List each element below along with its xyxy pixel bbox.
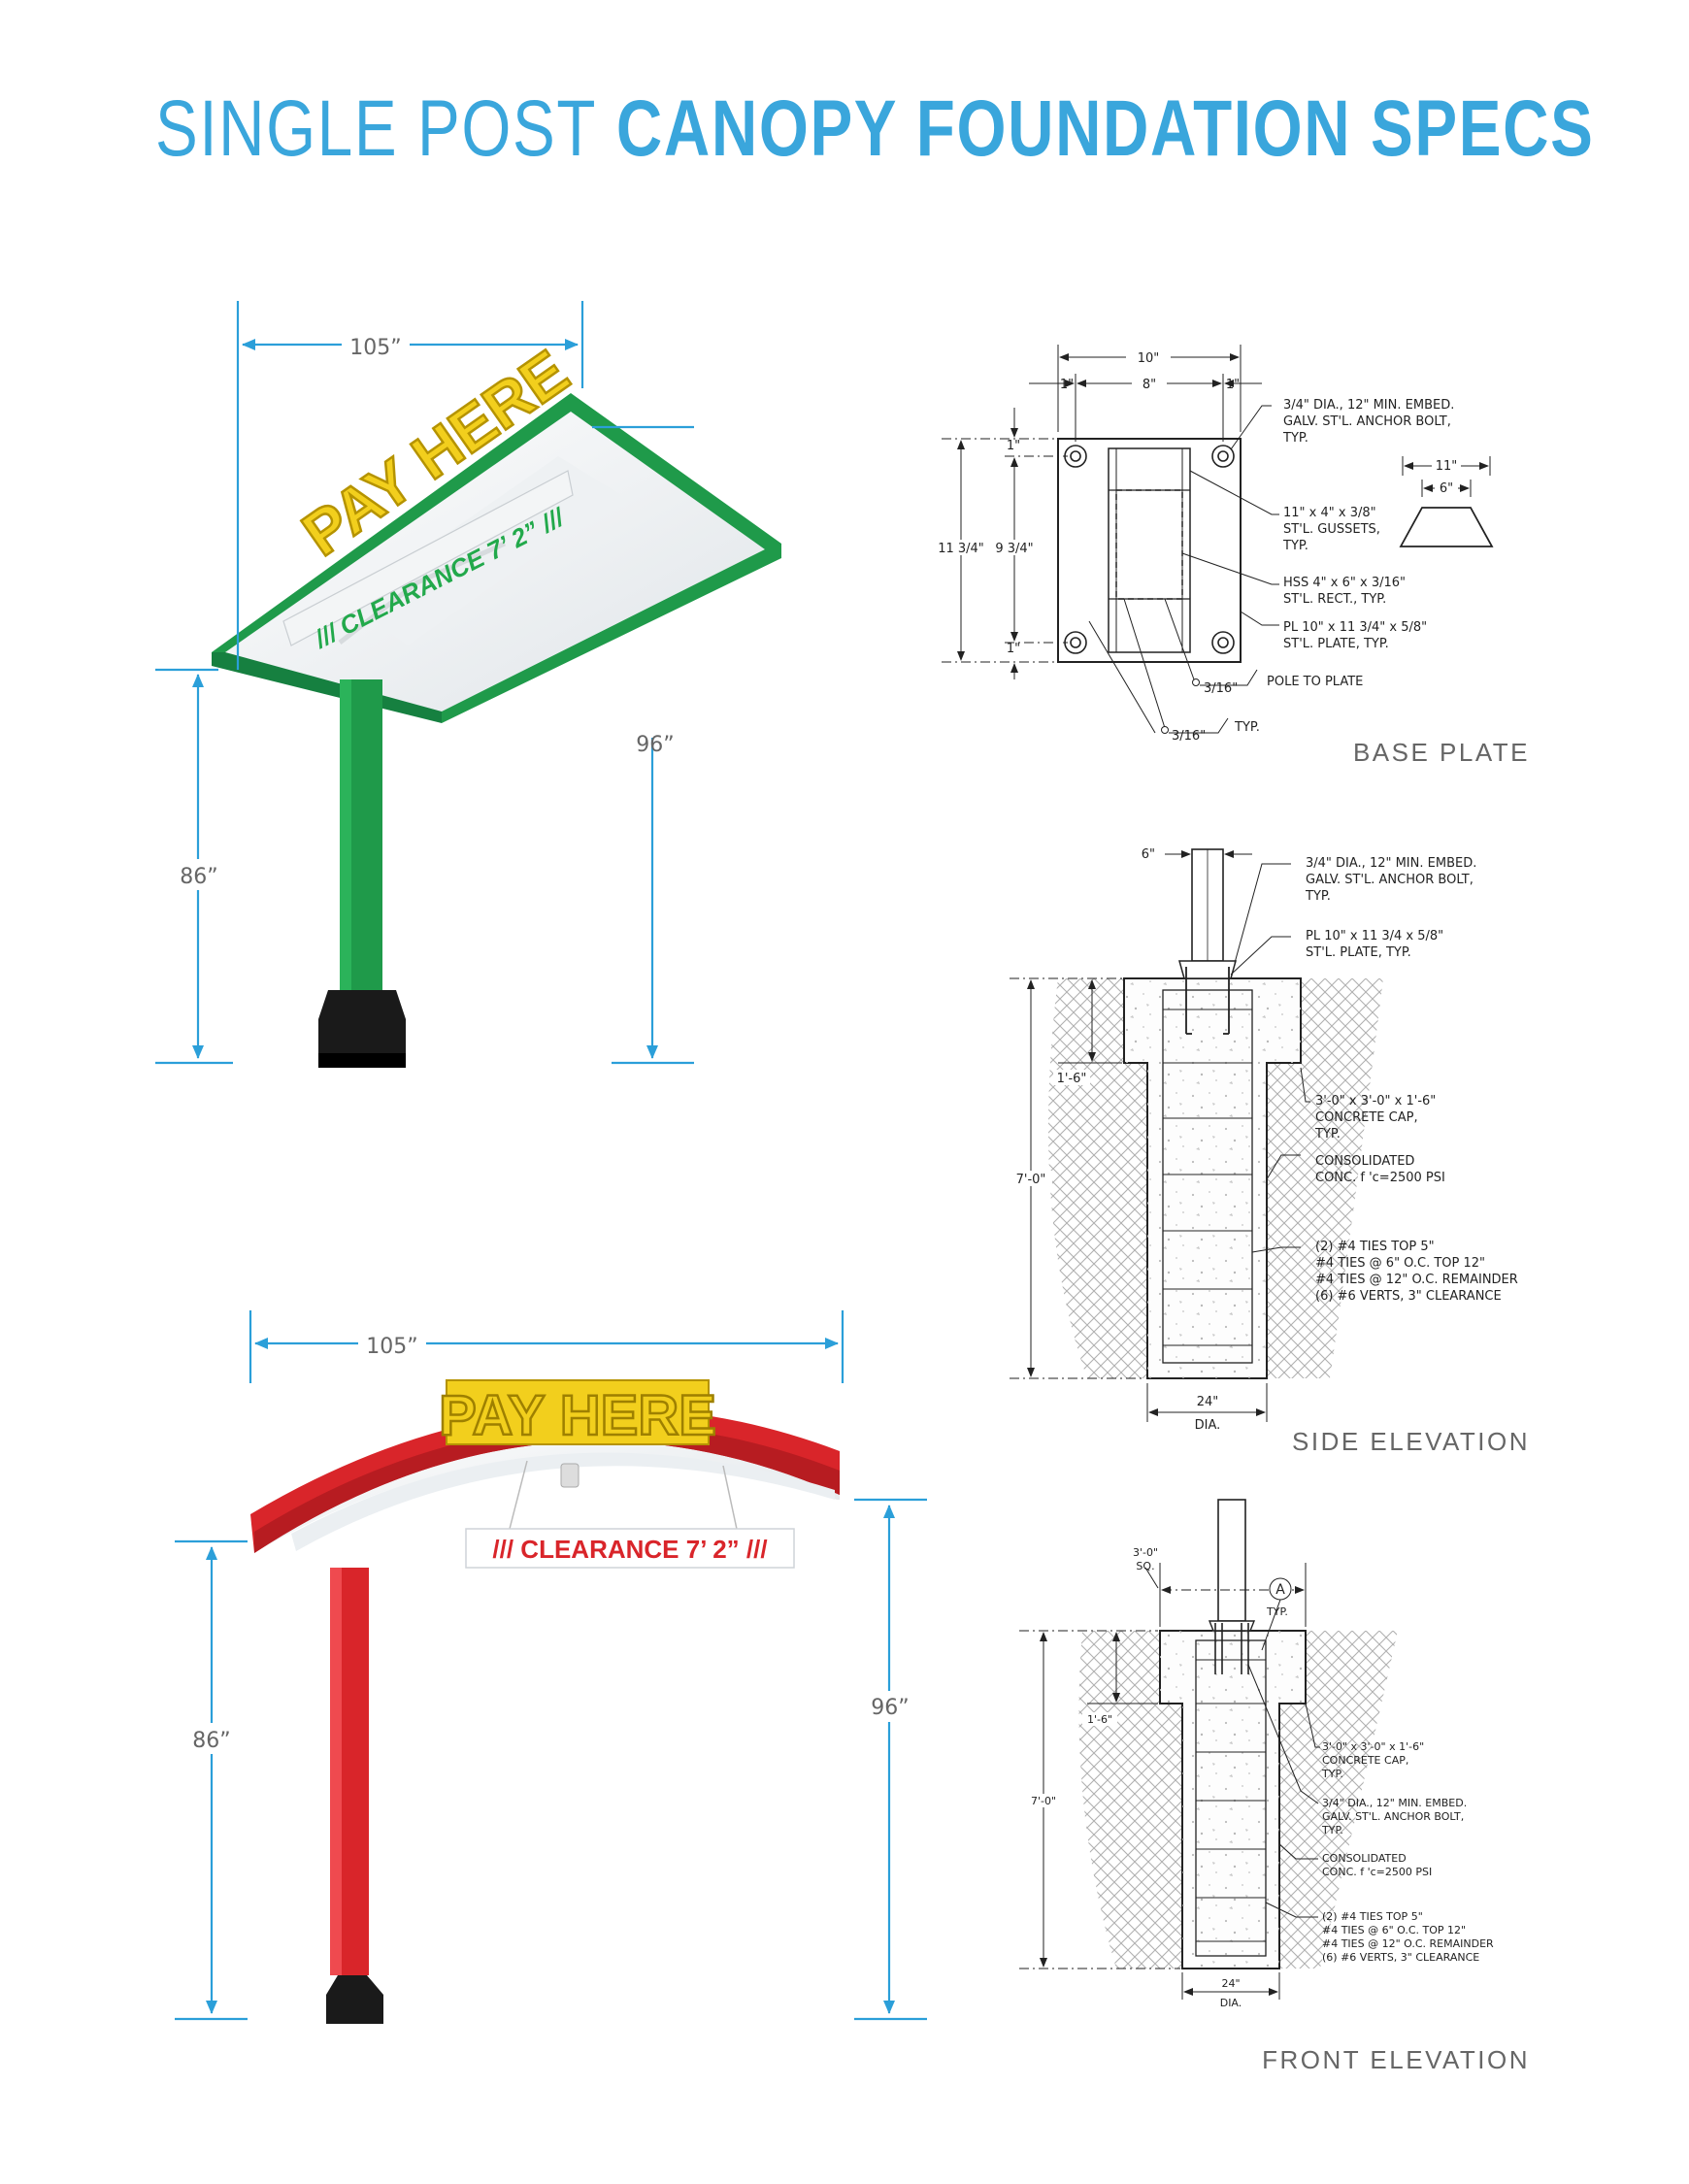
red-total-height-dim: 96”: [871, 1696, 909, 1720]
green-canopy-illustration: PAY HERE /// CLEARANCE 7’ 2” ///: [212, 335, 781, 1068]
fe-dim-cap-depth: 1'-6": [1087, 1713, 1112, 1726]
base-plate-caption: BASE PLATE: [1352, 738, 1530, 767]
red-dimensions: 105” 86” 96”: [175, 1310, 927, 2021]
base-plate-drawing: 10" 8" 1" 1" 1" 1" 11 3/4" 9 3/4" 3/4" D…: [934, 345, 1494, 744]
title-bold: CANOPY FOUNDATION SPECS: [615, 84, 1595, 173]
bp-note-plate: PL 10" x 11 3/4" x 5/8"ST'L. PLATE, TYP.: [1283, 620, 1427, 651]
fe-section-mark: A: [1275, 1582, 1285, 1598]
bp-weld-2-size: 3/16": [1172, 729, 1206, 744]
se-note-rebar: (2) #4 TIES TOP 5"#4 TIES @ 6" O.C. TOP …: [1315, 1240, 1518, 1304]
red-clearance-text: /// CLEARANCE 7’ 2” ///: [492, 1535, 767, 1564]
bp-dim-height-outer: 11 3/4": [938, 542, 984, 556]
bp-gusset-inner: 6": [1440, 481, 1453, 496]
red-canopy-illustration: /// CLEARANCE 7’ 2” /// PAY HERE: [250, 1379, 840, 2024]
se-dim-depth: 7'-0": [1016, 1173, 1046, 1187]
se-dim-post: 6": [1142, 847, 1155, 862]
red-sign-text: PAY HERE: [439, 1384, 716, 1447]
se-note-plate: PL 10" x 11 3/4 x 5/8"ST'L. PLATE, TYP.: [1306, 929, 1443, 960]
bp-dim-edge-bottom: 1": [1007, 642, 1020, 656]
page-title: SINGLE POST CANOPY FOUNDATION SPECS: [155, 89, 1594, 169]
fe-dim-dia: 24"DIA.: [1220, 1977, 1242, 2009]
side-elevation-caption: SIDE ELEVATION: [1292, 1427, 1530, 1456]
fe-note-rebar: (2) #4 TIES TOP 5"#4 TIES @ 6" O.C. TOP …: [1322, 1910, 1494, 1964]
se-dim-cap-depth: 1'-6": [1057, 1072, 1087, 1086]
bp-dim-edge-left: 1": [1060, 378, 1074, 392]
se-note-anchor-bolt: 3/4" DIA., 12" MIN. EMBED.GALV. ST'L. AN…: [1305, 856, 1476, 904]
front-elevation-drawing: 3'-0"SQ. A TYP. 1'-6" 7'-0" 24"DIA. 3'-0…: [1019, 1499, 1494, 2009]
bp-gusset-outer: 11": [1436, 459, 1458, 474]
title-light: SINGLE POST: [155, 84, 598, 173]
green-post-height-dim: 86”: [180, 865, 217, 889]
green-width-dim: 105”: [349, 336, 401, 360]
red-width-dim: 105”: [366, 1335, 417, 1359]
fe-dim-depth: 7'-0": [1031, 1795, 1056, 1807]
bp-dim-inner-width: 8": [1143, 378, 1156, 392]
se-note-cap: 3'-0" x 3'-0" x 1'-6"CONCRETE CAP,TYP.: [1314, 1094, 1436, 1142]
bp-note-hss: HSS 4" x 6" x 3/16"ST'L. RECT., TYP.: [1283, 576, 1406, 607]
bp-dim-edge-top: 1": [1007, 439, 1020, 453]
fe-section-typ: TYP.: [1266, 1605, 1288, 1618]
bp-weld-1-size: 3/16": [1204, 681, 1238, 696]
bp-weld-1-note: POLE TO PLATE: [1267, 675, 1363, 689]
se-dim-dia: 24"DIA.: [1195, 1395, 1221, 1433]
red-post-height-dim: 86”: [192, 1729, 230, 1753]
bp-note-anchor-bolt: 3/4" DIA., 12" MIN. EMBED.GALV. ST'L. AN…: [1282, 398, 1454, 446]
fe-note-cap: 3'-0" x 3'-0" x 1'-6"CONCRETE CAP,TYP.: [1321, 1740, 1424, 1780]
side-elevation-drawing: 6" 1'-6" 7'-0" 24"DIA. 3/4" DIA., 12" MI…: [1010, 847, 1518, 1433]
front-elevation-caption: FRONT ELEVATION: [1262, 2045, 1530, 2074]
bp-note-gussets: 11" x 4" x 3/8"ST'L. GUSSETS,TYP.: [1282, 506, 1380, 553]
green-dimensions: 105” 86” 96”: [155, 301, 694, 1065]
fe-note-anchor-bolt: 3/4" DIA., 12" MIN. EMBED.GALV. ST'L. AN…: [1321, 1797, 1467, 1837]
fe-dim-cap: 3'-0"SQ.: [1133, 1546, 1158, 1572]
bp-weld-2-note: TYP.: [1234, 720, 1260, 735]
bp-dim-height-inner: 9 3/4": [995, 542, 1033, 556]
bp-dim-total-width: 10": [1138, 351, 1160, 366]
bp-dim-edge-right: 1": [1226, 378, 1240, 392]
green-total-height-dim: 96”: [636, 733, 674, 757]
